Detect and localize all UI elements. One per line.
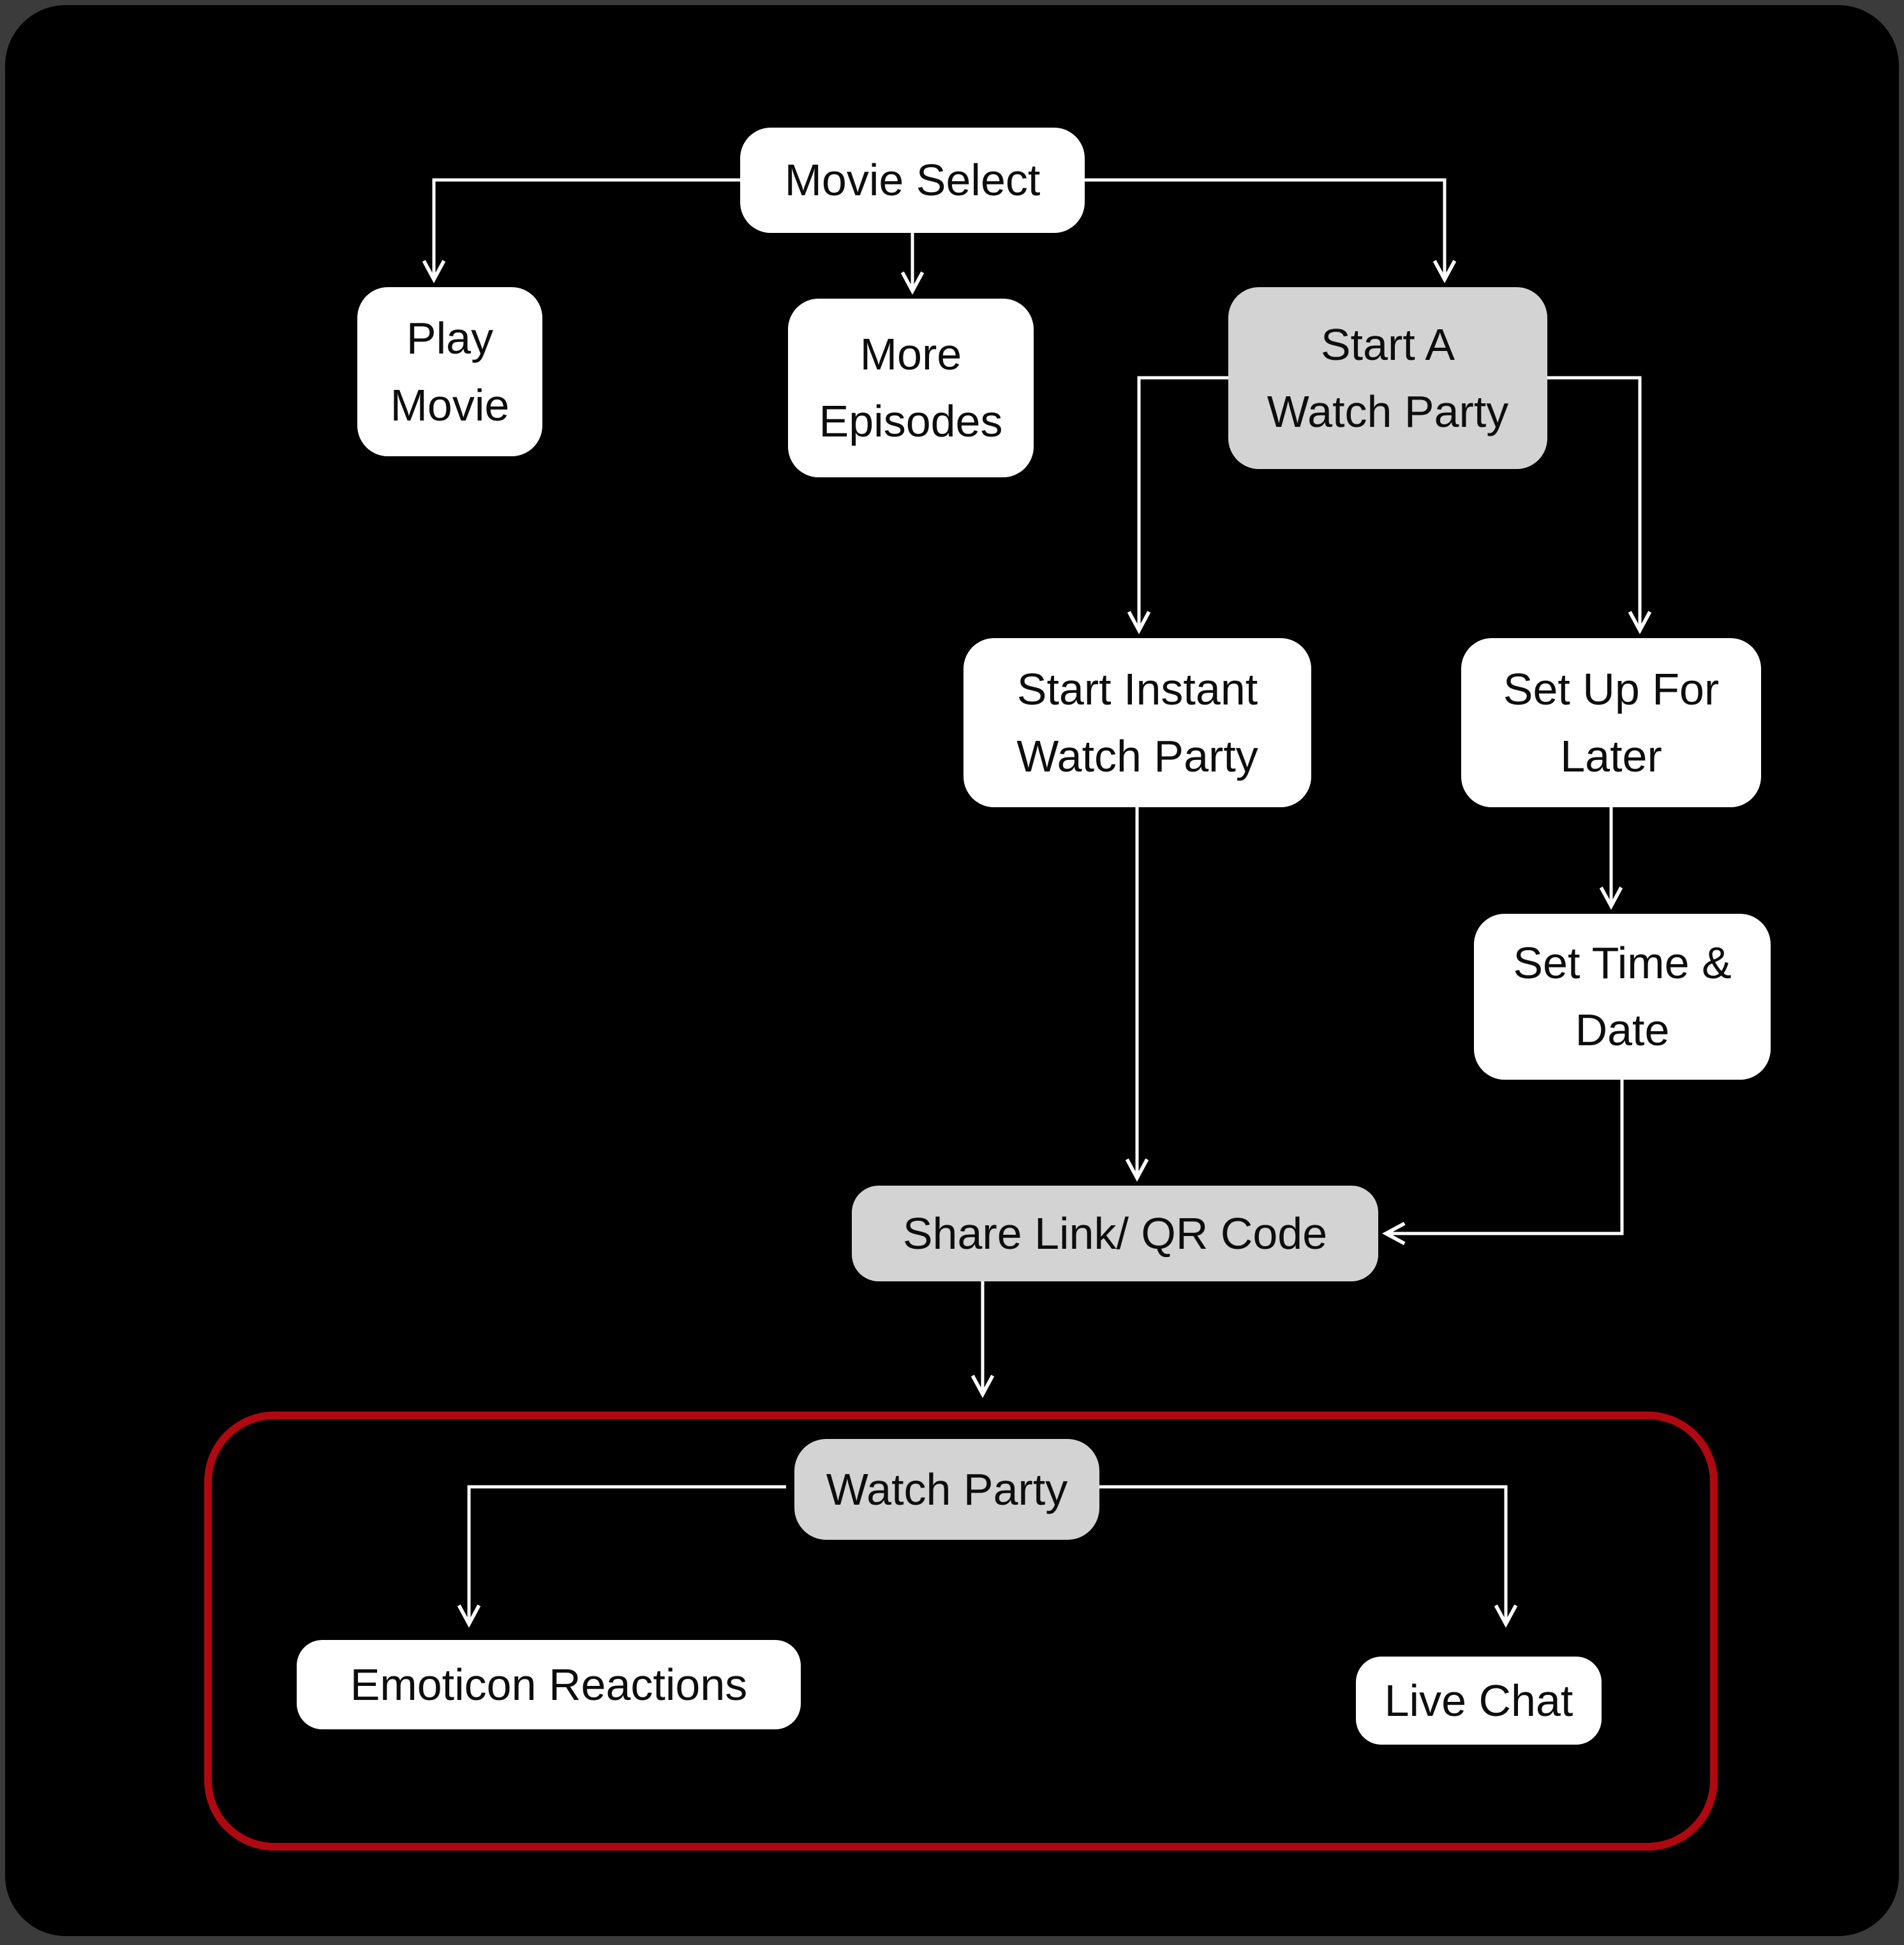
node-emoticon-reactions: Emoticon Reactions (297, 1640, 801, 1729)
node-live-chat: Live Chat (1356, 1657, 1602, 1745)
node-label: Set Up For Later (1503, 664, 1720, 781)
node-watch-party: Watch Party (794, 1439, 1099, 1540)
node-label: Share Link/ QR Code (902, 1208, 1328, 1258)
node-start-a-watch-party: Start A Watch Party (1228, 287, 1547, 469)
node-label: Watch Party (826, 1464, 1068, 1514)
node-label: Movie Select (784, 155, 1041, 205)
node-start-instant-watch-party: Start Instant Watch Party (963, 638, 1311, 807)
node-share-link-qr-code: Share Link/ QR Code (852, 1186, 1378, 1281)
highlight-container (204, 1412, 1718, 1851)
node-label: Start A Watch Party (1267, 319, 1509, 436)
node-play-movie: Play Movie (357, 287, 542, 456)
node-set-time-and-date: Set Time & Date (1474, 914, 1771, 1080)
node-more-episodes: More Episodes (788, 299, 1034, 477)
node-label: More Episodes (819, 329, 1003, 446)
node-movie-select: Movie Select (740, 128, 1085, 233)
node-label: Play Movie (390, 313, 510, 430)
node-set-up-for-later: Set Up For Later (1461, 638, 1761, 807)
node-label: Live Chat (1384, 1675, 1573, 1725)
node-label: Set Time & Date (1513, 938, 1732, 1055)
node-label: Start Instant Watch Party (1016, 664, 1258, 781)
node-label: Emoticon Reactions (350, 1659, 748, 1710)
